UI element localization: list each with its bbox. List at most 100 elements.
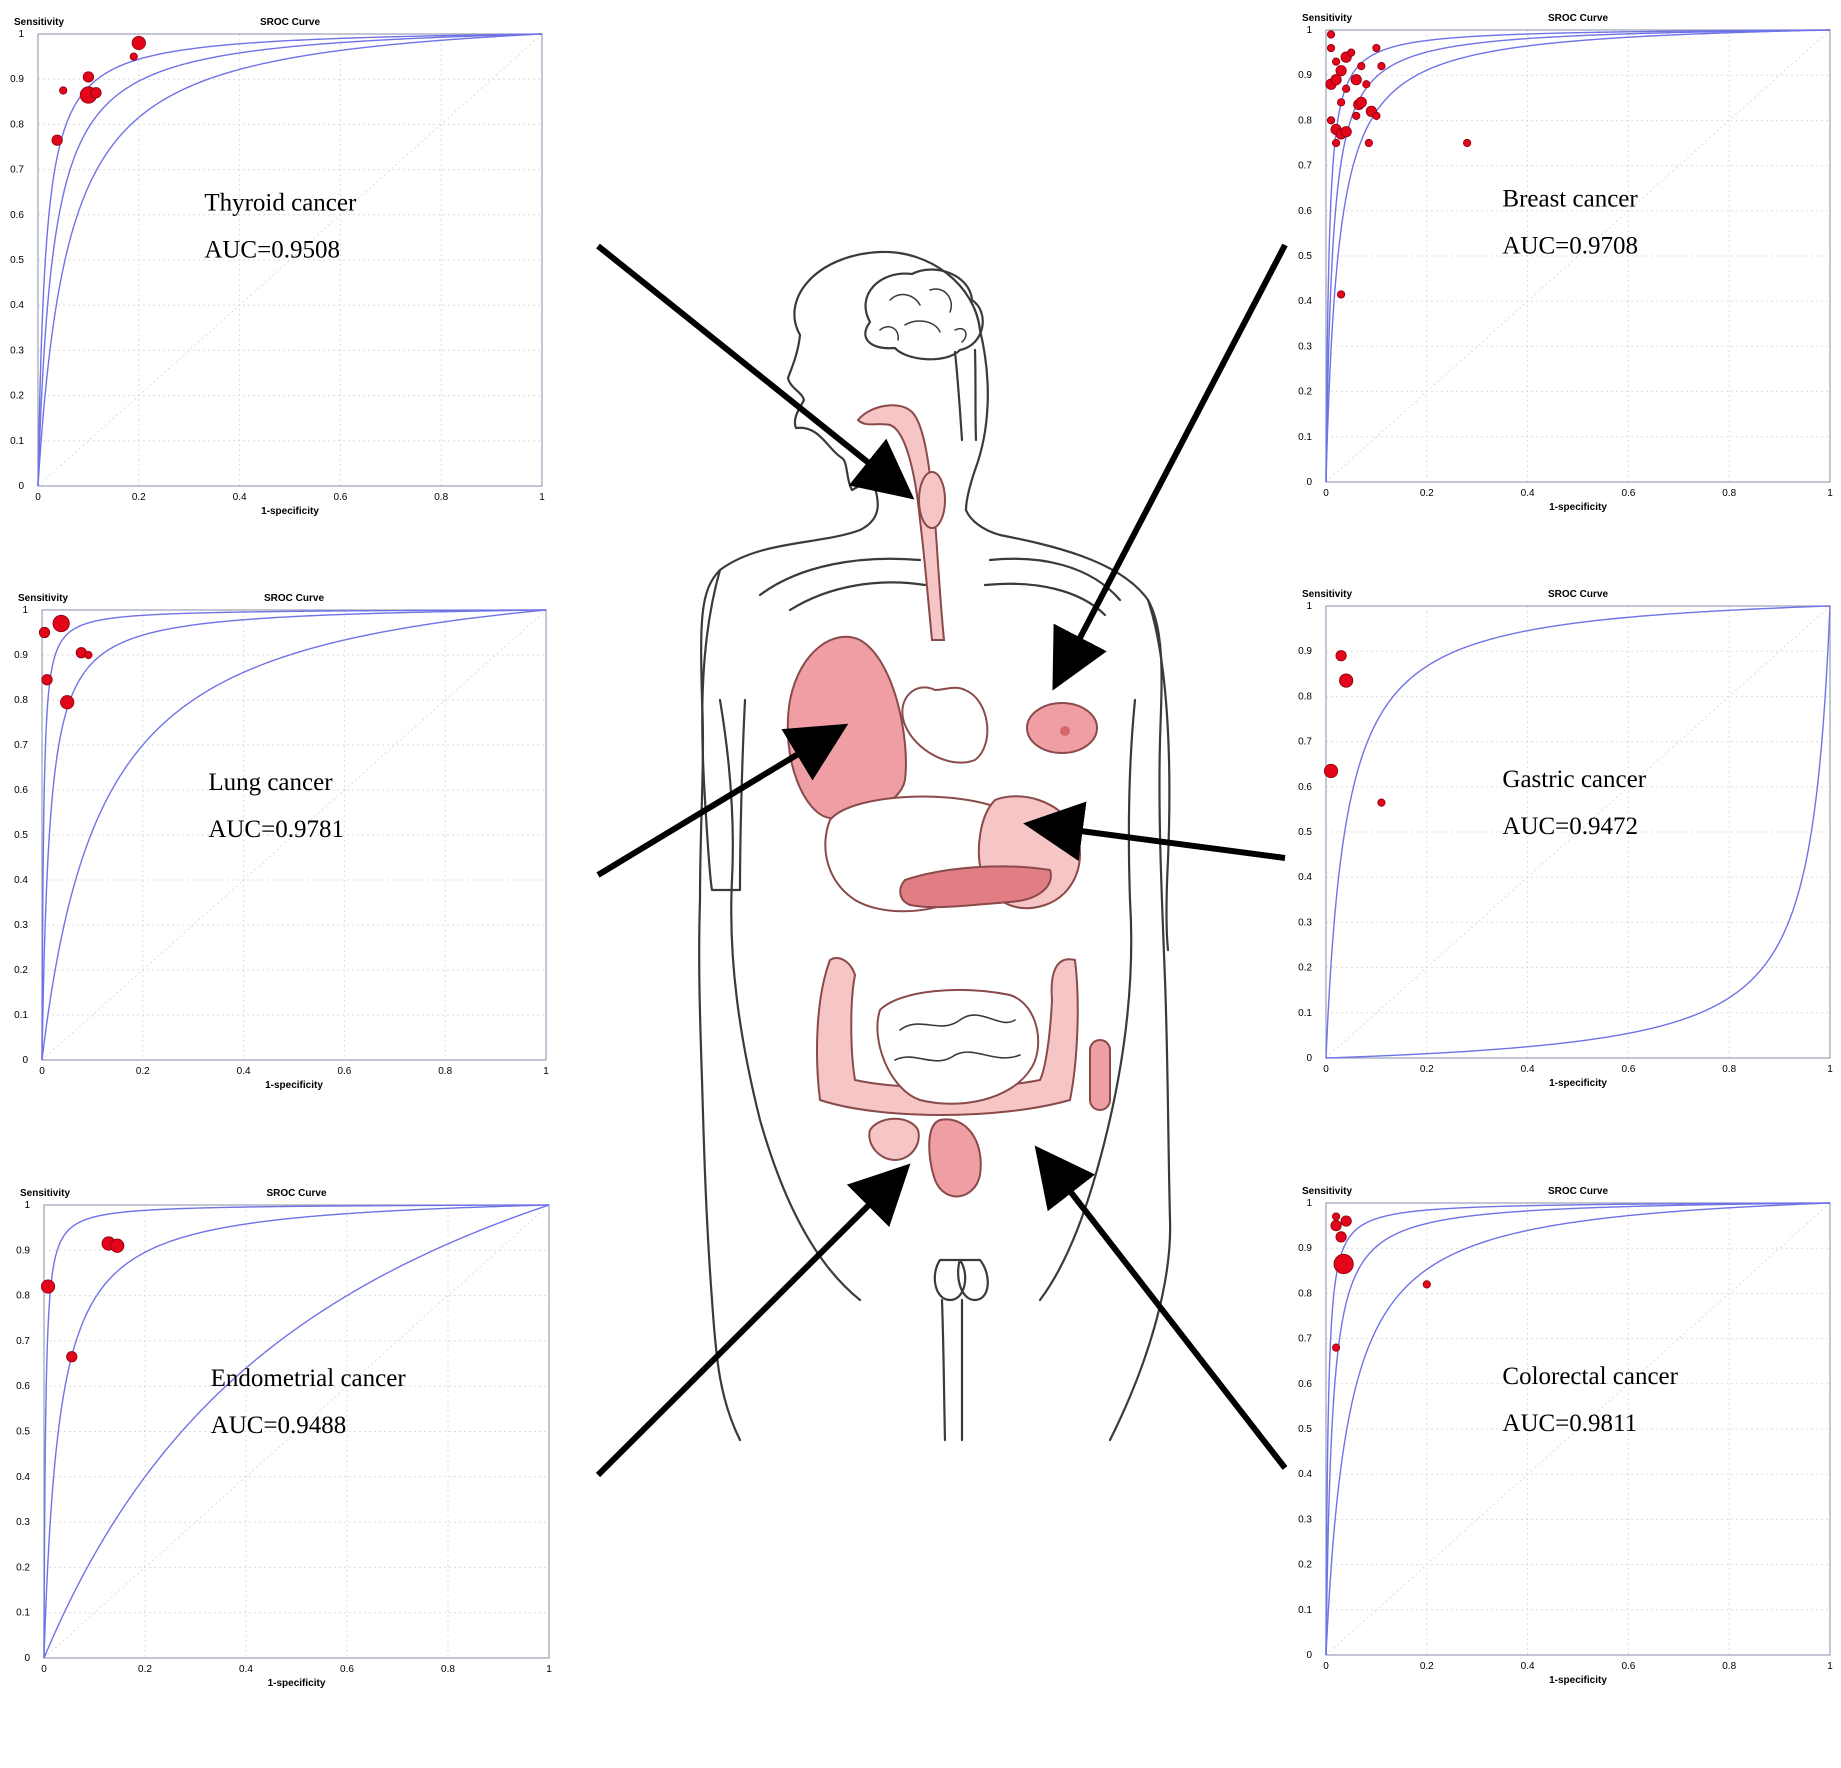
- head-back-outline: [964, 328, 989, 512]
- y-tick-label: 0.6: [1298, 206, 1312, 217]
- sroc-curve-0: [1325, 29, 1831, 483]
- y-tick-label: 0.2: [16, 1562, 30, 1573]
- y-tick-label: 0.6: [10, 210, 24, 221]
- torso-left-outline: [698, 486, 879, 1442]
- study-point: [1339, 673, 1354, 688]
- plot-frame: [1325, 605, 1831, 1059]
- esophagus-organ: [856, 404, 946, 641]
- y-tick-label: 0.4: [10, 300, 24, 311]
- left-leg-inner: [940, 1298, 947, 1442]
- x-tick-label: 0.8: [441, 1664, 455, 1675]
- rib-arc-left: [788, 581, 927, 612]
- y-tick-label: 0.1: [1298, 1605, 1312, 1616]
- cancer-type-label: Gastric cancer: [1502, 766, 1646, 793]
- x-axis-label: 1-specificity: [1549, 1078, 1607, 1089]
- rectum-organ: [928, 1118, 982, 1198]
- auc-label: AUC=0.9708: [1502, 232, 1638, 259]
- y-tick-label: 0.5: [10, 255, 24, 266]
- y-tick-label: 0: [18, 481, 24, 492]
- auc-label: AUC=0.9488: [211, 1412, 347, 1439]
- study-point: [1362, 80, 1371, 89]
- x-axis-label: 1-specificity: [265, 1080, 323, 1091]
- heart-organ: [901, 686, 989, 764]
- study-point: [1372, 111, 1381, 120]
- sroc-curve-0: [41, 609, 547, 1061]
- arrow-lung: [596, 723, 849, 878]
- y-tick-label: 0: [1306, 1650, 1312, 1661]
- plot-frame: [43, 1204, 550, 1659]
- y-tick-label: 0: [1306, 477, 1312, 488]
- study-point: [1357, 62, 1366, 71]
- study-point: [60, 695, 75, 710]
- intestine-folds: [894, 1014, 1021, 1062]
- y-tick-label: 0.7: [14, 740, 28, 751]
- y-tick-label: 1: [1306, 1198, 1312, 1209]
- torso-right-outline: [964, 508, 1172, 1442]
- study-point: [129, 52, 138, 61]
- study-point: [1352, 111, 1361, 120]
- y-tick-label: 0.8: [1298, 691, 1312, 702]
- y-tick-label: 0.7: [1298, 737, 1312, 748]
- x-tick-label: 0: [1323, 1661, 1329, 1672]
- y-tick-label: 0: [22, 1055, 28, 1066]
- x-tick-label: 0.6: [1621, 1064, 1635, 1075]
- auc-label: AUC=0.9781: [208, 816, 344, 843]
- x-tick-label: 0.4: [1521, 1661, 1535, 1672]
- colon-organ: [816, 957, 1079, 1116]
- x-tick-label: 0.8: [1722, 488, 1736, 499]
- study-point: [1335, 650, 1347, 662]
- x-axis-label: 1-specificity: [261, 506, 319, 517]
- arrow-gastric: [1023, 801, 1286, 862]
- y-axis-label: Sensitivity: [1302, 589, 1352, 600]
- left-arm: [701, 568, 747, 892]
- y-tick-label: 0.9: [16, 1245, 30, 1256]
- y-axis-label: Sensitivity: [1302, 1186, 1352, 1197]
- x-tick-label: 0.6: [1621, 488, 1635, 499]
- y-axis-label: Sensitivity: [14, 17, 64, 28]
- y-tick-label: 0.3: [1298, 917, 1312, 928]
- y-axis-label: Sensitivity: [18, 593, 68, 604]
- cancer-type-label: Lung cancer: [208, 769, 333, 796]
- study-point: [1331, 1343, 1341, 1352]
- x-tick-label: 0.6: [337, 1066, 351, 1077]
- pelvis-bones: [933, 1258, 989, 1302]
- y-tick-label: 0.4: [14, 875, 28, 886]
- y-tick-label: 0.1: [10, 436, 24, 447]
- y-tick-label: 0.4: [1298, 1469, 1312, 1480]
- y-tick-label: 0.1: [16, 1608, 30, 1619]
- y-tick-label: 0.8: [10, 119, 24, 130]
- y-tick-label: 0: [1306, 1053, 1312, 1064]
- x-tick-label: 0.4: [237, 1066, 251, 1077]
- y-tick-label: 0.3: [10, 345, 24, 356]
- y-tick-label: 0.1: [14, 1010, 28, 1021]
- study-point: [1330, 74, 1342, 86]
- lung-organ: [786, 635, 907, 820]
- cancer-type-label: Colorectal cancer: [1502, 1363, 1678, 1390]
- y-tick-label: 0.9: [1298, 1243, 1312, 1254]
- study-point: [59, 86, 68, 95]
- cancer-type-label: Breast cancer: [1502, 185, 1638, 212]
- y-tick-label: 0.5: [14, 830, 28, 841]
- auc-label: AUC=0.9508: [204, 236, 340, 263]
- y-tick-label: 0.5: [1298, 1424, 1312, 1435]
- descending-colon-patch: [1089, 1039, 1111, 1111]
- study-point: [1337, 98, 1346, 107]
- y-tick-label: 0.3: [16, 1517, 30, 1528]
- y-tick-label: 0.9: [14, 650, 28, 661]
- study-point: [1330, 1219, 1342, 1232]
- breast-nipple: [1060, 726, 1070, 736]
- x-tick-label: 0.8: [1722, 1661, 1736, 1672]
- sroc-curve-0: [43, 1204, 550, 1659]
- y-tick-label: 0.9: [1298, 70, 1312, 81]
- chart-title: SROC Curve: [264, 593, 324, 604]
- y-tick-label: 0: [24, 1653, 30, 1664]
- uterus-organ: [868, 1117, 920, 1162]
- sroc-curve-2: [37, 33, 543, 487]
- study-point: [1355, 96, 1367, 108]
- clavicle-left: [758, 557, 922, 597]
- auc-label: AUC=0.9811: [1502, 1410, 1637, 1437]
